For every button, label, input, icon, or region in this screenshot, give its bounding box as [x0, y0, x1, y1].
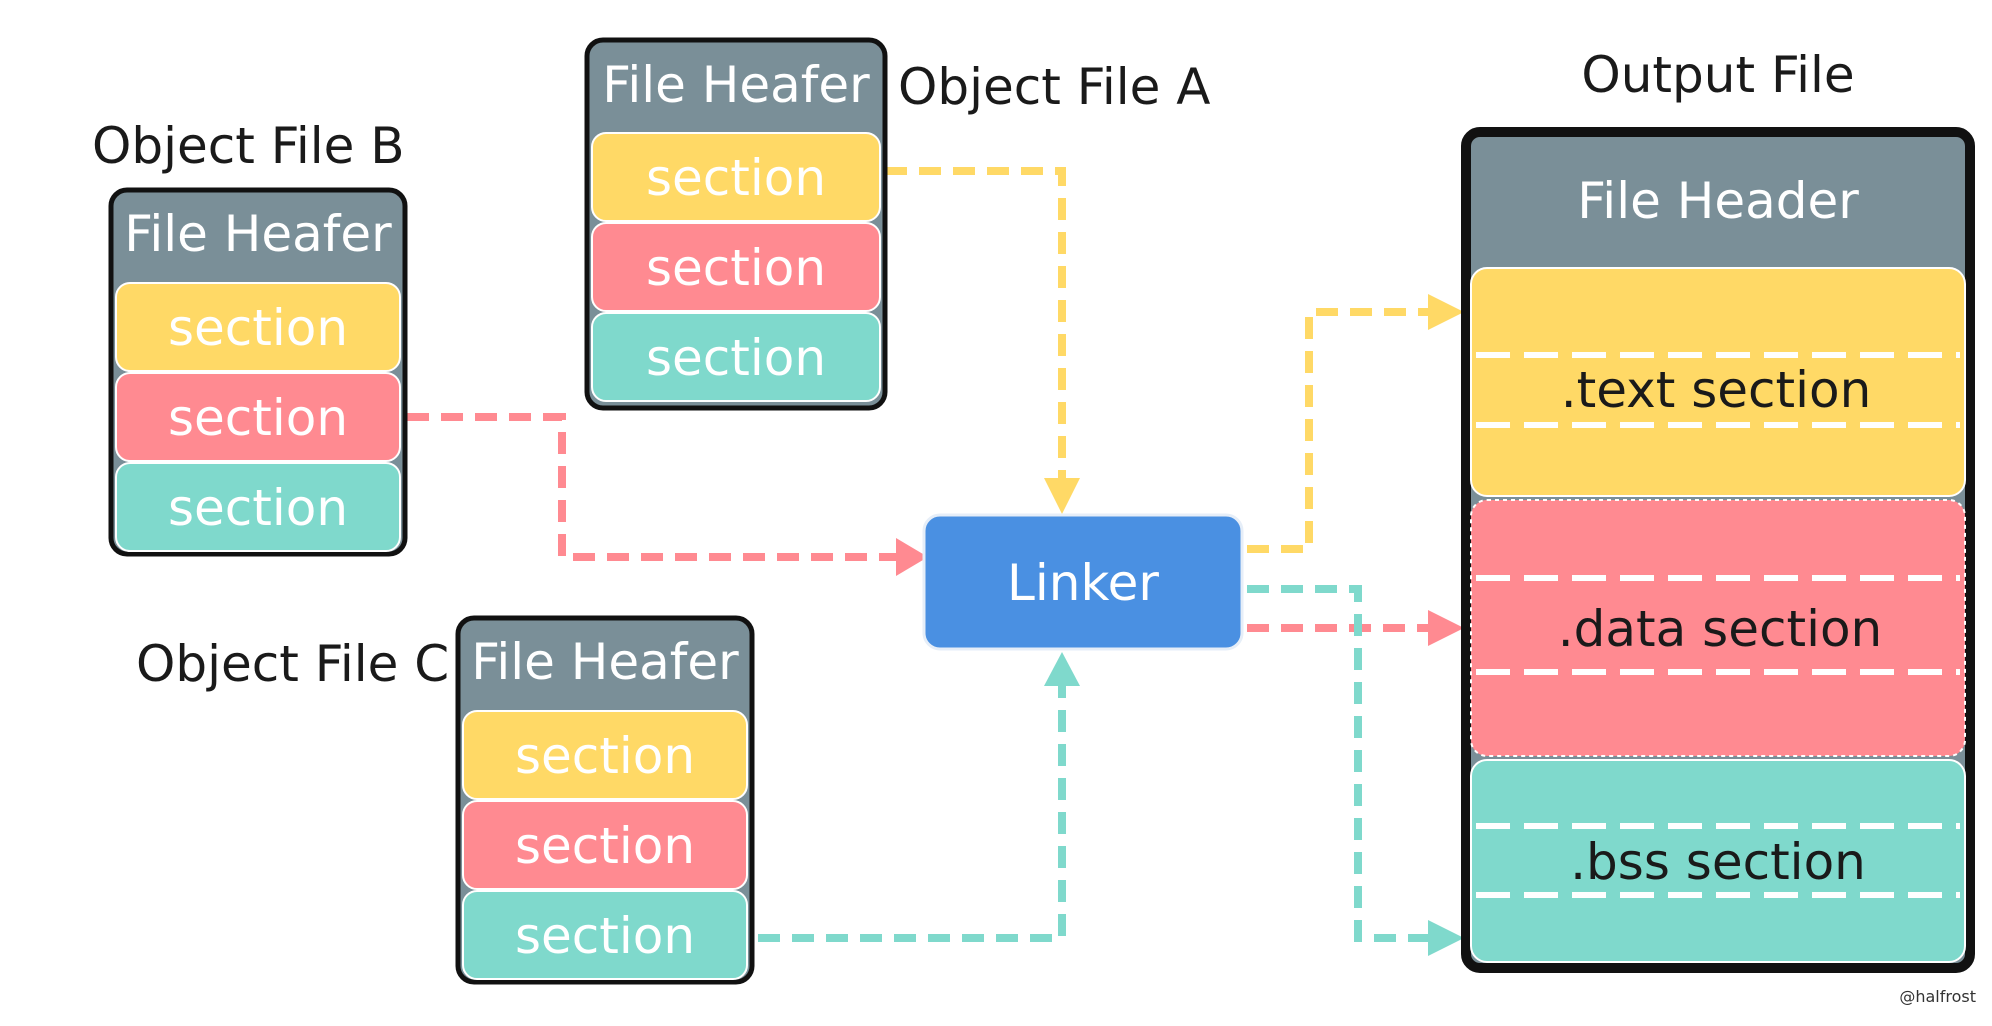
output-file: Output File File Header .text section .d… [1461, 46, 1975, 973]
object-file-c-header: File Heafer [471, 633, 739, 691]
object-file-a-section-2 [591, 222, 881, 312]
arrowhead-b-to-linker [896, 538, 928, 576]
output-file-title: Output File [1581, 46, 1854, 104]
object-file-b-section-1-label: section [168, 299, 348, 357]
linker-box [922, 513, 1244, 651]
object-file-b-section-3 [115, 462, 401, 552]
object-file-a-section-2-label: section [646, 239, 826, 297]
object-file-c: Object File C File Heafer section sectio… [136, 615, 755, 985]
output-text-section [1470, 267, 1966, 497]
output-data-section [1470, 499, 1966, 757]
connector-linker-to-bss [1247, 585, 1430, 942]
arrowhead-c-to-linker [1044, 652, 1080, 686]
object-file-b-section-3-label: section [168, 479, 348, 537]
object-file-a-header: File Heafer [602, 56, 870, 114]
object-file-b-section-1 [115, 282, 401, 372]
output-bss-section-label: .bss section [1570, 833, 1866, 891]
arrowhead-linker-to-text [1428, 294, 1464, 330]
object-file-b-section-2 [115, 372, 401, 462]
object-file-b-title: Object File B [92, 117, 405, 175]
object-file-c-section-2 [462, 800, 748, 890]
object-file-a-section-3 [591, 312, 881, 402]
connector-c-to-linker [758, 678, 1066, 942]
output-file-header: File Header [1577, 172, 1859, 230]
output-bss-section [1470, 759, 1966, 963]
connector-linker-to-text [1247, 308, 1430, 553]
connector-a-to-linker [885, 167, 1066, 478]
object-file-a-section-1 [591, 132, 881, 222]
object-file-c-section-3 [462, 890, 748, 980]
object-file-b-section-2-label: section [168, 389, 348, 447]
object-file-a-title: Object File A [898, 58, 1211, 116]
object-file-c-section-1-label: section [515, 727, 695, 785]
credit-text: @halfrost [1899, 987, 1976, 1006]
object-file-c-section-2-label: section [515, 817, 695, 875]
object-file-b: Object File B File Heafer section sectio… [92, 117, 408, 557]
object-file-a-section-1-label: section [646, 149, 826, 207]
arrowheads [896, 294, 1464, 956]
arrowhead-linker-to-bss [1428, 920, 1464, 956]
object-file-c-section-3-label: section [515, 907, 695, 965]
arrowhead-a-to-linker [1044, 478, 1080, 514]
linker: Linker [922, 513, 1244, 651]
arrowhead-linker-to-data [1428, 610, 1464, 646]
output-text-section-label: .text section [1561, 361, 1872, 419]
object-file-a: Object File A File Heafer section sectio… [584, 37, 1211, 411]
connector-b-to-linker [407, 413, 905, 561]
object-file-b-header: File Heafer [124, 205, 392, 263]
object-file-c-section-1 [462, 710, 748, 800]
connectors [407, 167, 1430, 942]
output-data-section-label: .data section [1558, 600, 1883, 658]
object-file-c-title: Object File C [136, 635, 449, 693]
linker-label: Linker [1007, 554, 1159, 612]
object-file-a-section-3-label: section [646, 329, 826, 387]
